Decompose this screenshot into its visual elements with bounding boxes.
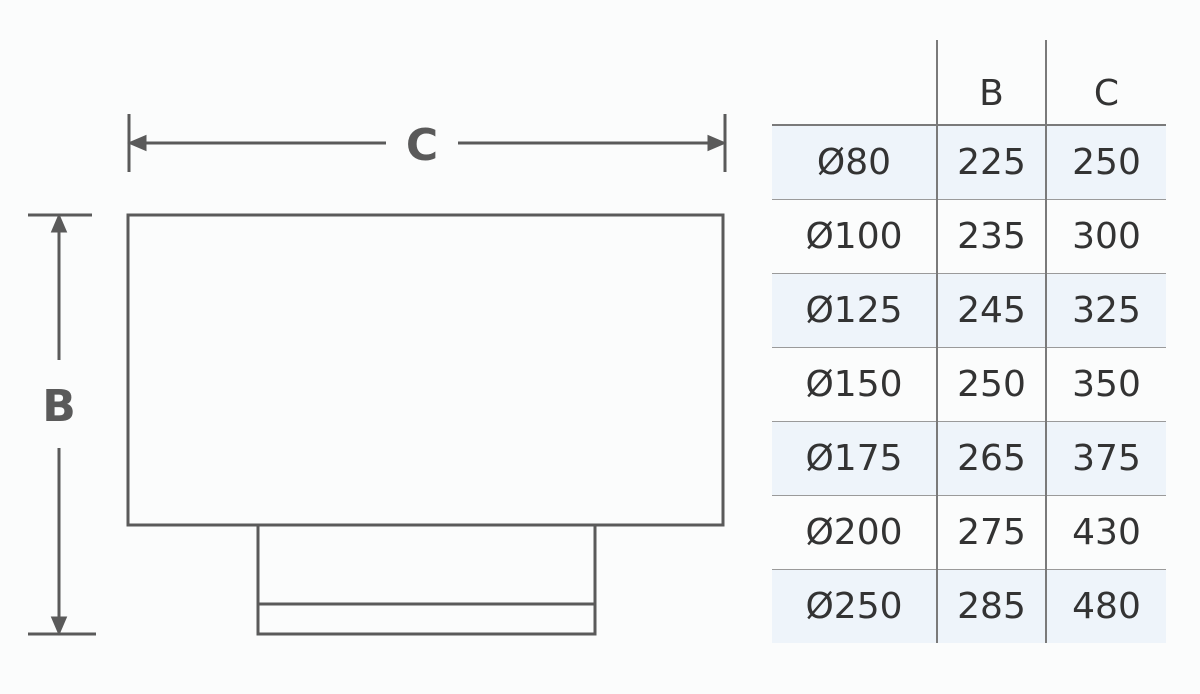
cell-b: 225 [936,125,1046,200]
width-arrow-left [127,134,147,152]
cell-b: 265 [936,421,1046,496]
dimensions-table: B C Ø80 225 250 Ø100 235 300 Ø125 245 32… [772,40,1166,643]
cell-diameter: Ø100 [772,199,937,274]
cell-diameter: Ø80 [772,125,937,200]
cowl-dimension-drawing: C B [28,114,727,636]
cell-diameter: Ø150 [772,347,937,422]
table-row: Ø80 225 250 [772,125,1166,200]
table-row: Ø250 285 480 [772,569,1166,643]
cell-b: 285 [936,569,1046,643]
cell-c: 430 [1045,495,1166,570]
table-row: Ø150 250 350 [772,347,1166,422]
table-header-row: B C [772,40,1166,126]
cell-b: 275 [936,495,1046,570]
table-row: Ø100 235 300 [772,199,1166,274]
cell-b: 250 [936,347,1046,422]
cowl-spigot [256,523,597,636]
cell-c: 325 [1045,273,1166,348]
cowl-cap [126,213,725,527]
cell-b: 235 [936,199,1046,274]
header-c: C [1045,40,1166,126]
height-dimension [28,213,96,636]
cell-c: 250 [1045,125,1166,200]
header-diameter [772,40,937,126]
height-label: B [42,381,76,432]
width-arrow-right [707,134,727,152]
cell-c: 480 [1045,569,1166,643]
height-arrow-top [50,213,68,233]
cell-c: 300 [1045,199,1166,274]
header-b: B [936,40,1046,126]
width-dimension [127,114,727,172]
width-label: C [406,120,438,171]
cell-diameter: Ø125 [772,273,937,348]
cell-diameter: Ø200 [772,495,937,570]
table-row: Ø125 245 325 [772,273,1166,348]
cell-c: 350 [1045,347,1166,422]
table-row: Ø200 275 430 [772,495,1166,570]
cell-diameter: Ø175 [772,421,937,496]
cell-diameter: Ø250 [772,569,937,643]
height-arrow-bottom [50,616,68,636]
cell-b: 245 [936,273,1046,348]
table-row: Ø175 265 375 [772,421,1166,496]
cell-c: 375 [1045,421,1166,496]
